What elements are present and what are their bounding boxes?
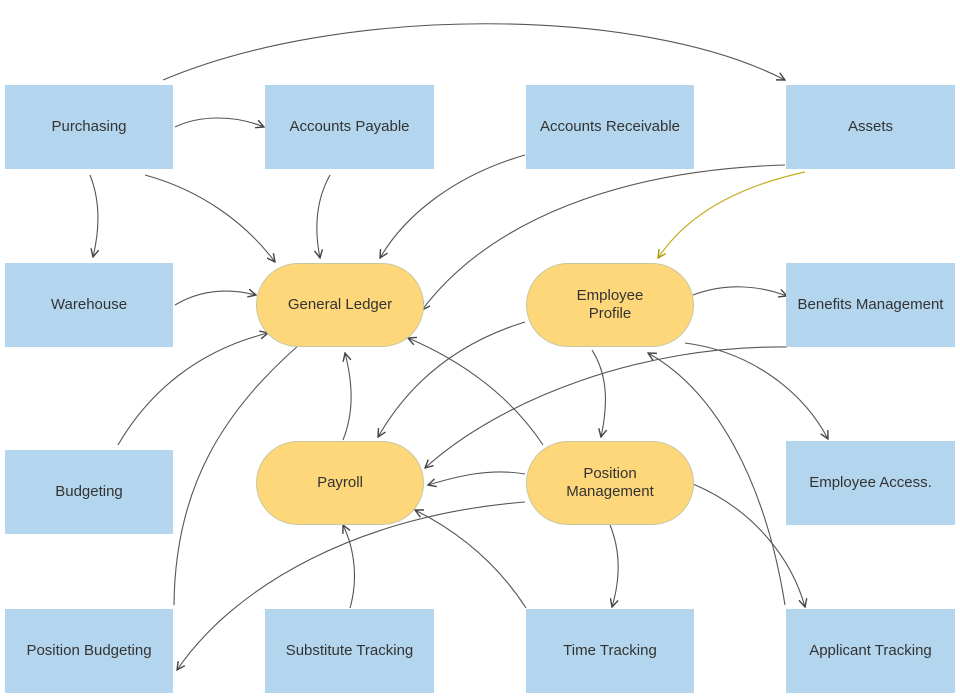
edge-position-management-time-tracking	[609, 524, 619, 607]
edge-employee-profile-payroll	[378, 321, 526, 437]
edge-warehouse-general-ledger	[174, 291, 256, 306]
edge-position-management-applicant-tracking	[692, 483, 805, 607]
module-substitute-tracking[interactable]: Substitute Tracking	[265, 609, 434, 693]
edge-position-management-general-ledger	[408, 338, 544, 446]
edge-employee-profile-position-management	[591, 349, 605, 437]
edge-position-management-position-budgeting	[177, 501, 526, 670]
module-purchasing[interactable]: Purchasing	[5, 85, 173, 169]
edge-assets-employee-profile	[658, 171, 806, 258]
edge-time-tracking-payroll	[415, 510, 527, 609]
core-position-management[interactable]: Position Management	[526, 441, 694, 525]
edge-employee-profile-employee-access	[684, 342, 828, 439]
module-accounts-payable[interactable]: Accounts Payable	[265, 85, 434, 169]
core-payroll[interactable]: Payroll	[256, 441, 424, 525]
edge-purchasing-general-ledger	[144, 174, 275, 262]
edge-budgeting-general-ledger	[117, 333, 268, 446]
module-employee-access[interactable]: Employee Access.	[786, 441, 955, 525]
module-accounts-receivable[interactable]: Accounts Receivable	[526, 85, 694, 169]
module-applicant-tracking[interactable]: Applicant Tracking	[786, 609, 955, 693]
edge-benefits-management-payroll	[425, 346, 788, 468]
edge-position-budgeting-general-ledger	[173, 333, 313, 606]
module-warehouse[interactable]: Warehouse	[5, 263, 173, 347]
edge-employee-profile-benefits-management	[692, 286, 787, 296]
core-employee-profile[interactable]: Employee Profile	[526, 263, 694, 347]
module-benefits-management[interactable]: Benefits Management	[786, 263, 955, 347]
module-assets[interactable]: Assets	[786, 85, 955, 169]
edge-payroll-general-ledger	[343, 353, 352, 441]
edge-accounts-receivable-general-ledger	[380, 154, 526, 258]
module-time-tracking[interactable]: Time Tracking	[526, 609, 694, 693]
edge-assets-general-ledger	[422, 164, 786, 310]
module-position-budgeting[interactable]: Position Budgeting	[5, 609, 173, 693]
edge-purchasing-warehouse	[89, 174, 98, 257]
module-budgeting[interactable]: Budgeting	[5, 450, 173, 534]
edge-accounts-payable-general-ledger	[317, 174, 331, 258]
edge-substitute-tracking-payroll	[343, 525, 355, 609]
edge-applicant-tracking-employee-profile	[648, 353, 786, 606]
edge-purchasing-accounts-payable	[174, 117, 264, 127]
edge-position-management-payroll	[428, 471, 526, 485]
core-general-ledger[interactable]: General Ledger	[256, 263, 424, 347]
edge-purchasing-assets	[162, 23, 785, 80]
